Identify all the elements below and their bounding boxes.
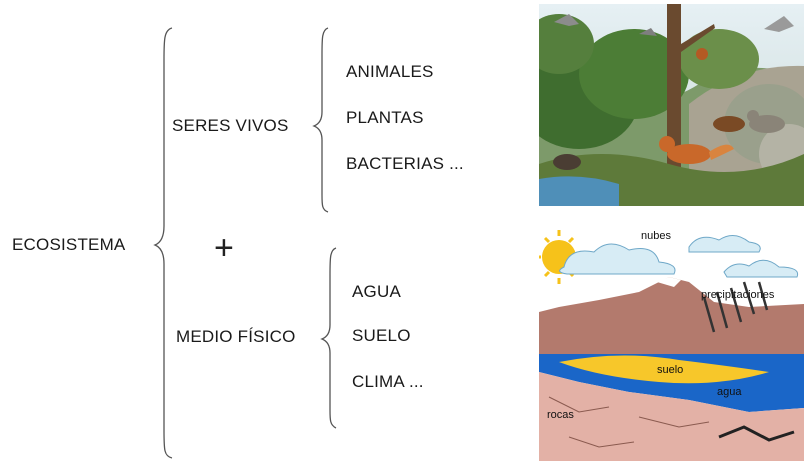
plus-sign: +: [214, 229, 234, 267]
root-brace: [153, 27, 173, 459]
item-bacterias: BACTERIAS ...: [346, 154, 464, 173]
label-clouds: nubes: [641, 230, 671, 242]
item-agua: AGUA: [352, 282, 401, 301]
item-clima: CLIMA ...: [352, 372, 424, 391]
item-plantas: PLANTAS: [346, 108, 424, 127]
label-water: agua: [717, 386, 742, 398]
seres-vivos-brace: [312, 27, 329, 213]
medio-fisico-brace: [320, 247, 337, 429]
label-rocks: rocas: [547, 409, 574, 421]
root-label: ECOSISTEMA: [12, 235, 126, 254]
label-soil: suelo: [657, 364, 683, 376]
forest-illustration: [539, 4, 804, 206]
item-suelo: SUELO: [352, 326, 411, 345]
water-cycle-illustration: nubes precipitaciones suelo agua rocas: [539, 222, 804, 461]
item-animales: ANIMALES: [346, 62, 434, 81]
label-precipitation: precipitaciones: [701, 289, 775, 301]
group-label-medio-fisico: MEDIO FÍSICO: [176, 327, 296, 346]
group-label-seres-vivos: SERES VIVOS: [172, 116, 289, 135]
cloud-icon: [559, 235, 799, 278]
